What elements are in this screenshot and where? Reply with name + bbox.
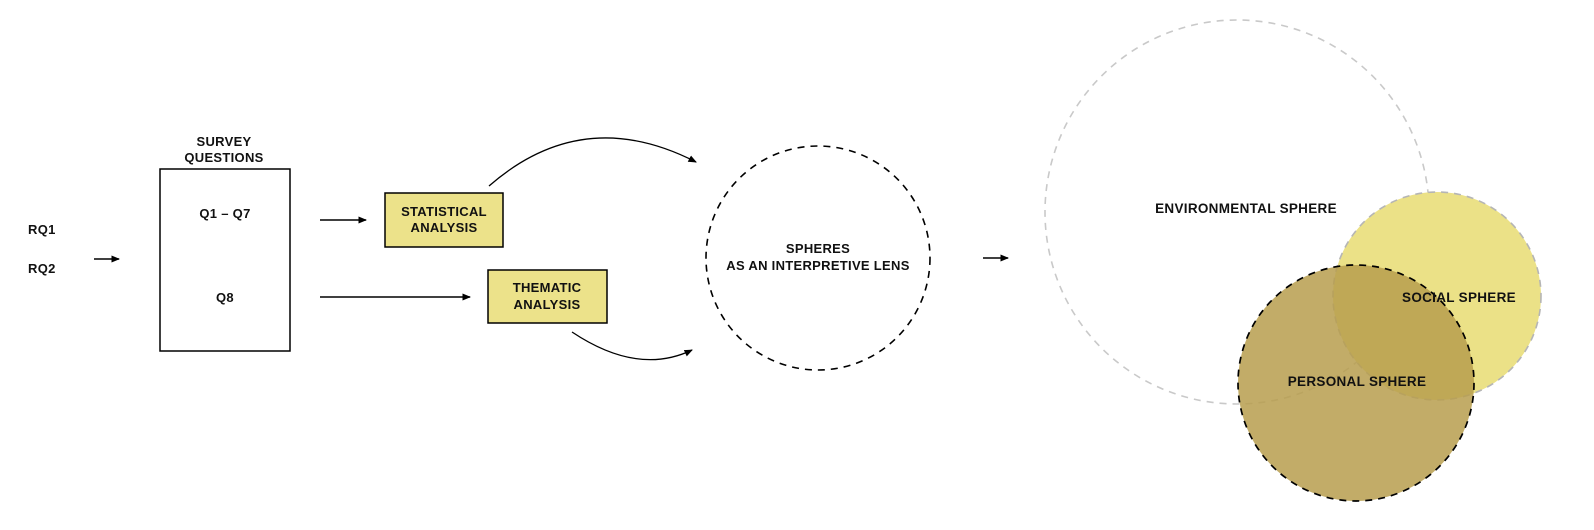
interpretive-lens-circle: SPHERES AS AN INTERPRETIVE LENS xyxy=(705,145,931,371)
thematic-box-rect xyxy=(487,269,608,324)
survey-box-rect xyxy=(159,168,291,352)
environmental-sphere-label: ENVIRONMENTAL SPHERE xyxy=(1155,201,1337,216)
thematic-analysis-box: THEMATIC ANALYSIS xyxy=(487,269,608,324)
lens-label-line2: AS AN INTERPRETIVE LENS xyxy=(726,258,909,273)
survey-q8-label: Q8 xyxy=(216,290,234,305)
thematic-label-line1: THEMATIC xyxy=(513,280,582,295)
thematic-label-line2: ANALYSIS xyxy=(514,297,581,312)
arrow-thematic-to-lens-icon xyxy=(571,331,693,361)
personal-sphere-circle xyxy=(1237,264,1475,502)
survey-q1-q7-label: Q1 – Q7 xyxy=(199,206,250,221)
rq2-label: RQ2 xyxy=(28,261,56,276)
personal-sphere-label: PERSONAL SPHERE xyxy=(1288,374,1427,389)
lens-circle-outline xyxy=(705,145,931,371)
statistical-label-line1: STATISTICAL xyxy=(401,204,487,219)
statistical-box-rect xyxy=(384,192,504,248)
survey-title-line2: QUESTIONS xyxy=(184,150,263,165)
lens-label-line1: SPHERES xyxy=(786,241,850,256)
arrow-statistical-to-lens-icon xyxy=(488,137,697,187)
statistical-analysis-box: STATISTICAL ANALYSIS xyxy=(384,192,504,248)
rq1-label: RQ1 xyxy=(28,222,56,237)
survey-questions-box: SURVEY QUESTIONS Q1 – Q7 Q8 xyxy=(159,134,291,352)
statistical-label-line2: ANALYSIS xyxy=(411,220,478,235)
survey-title-line1: SURVEY xyxy=(196,134,251,149)
social-sphere-label: SOCIAL SPHERE xyxy=(1402,290,1516,305)
